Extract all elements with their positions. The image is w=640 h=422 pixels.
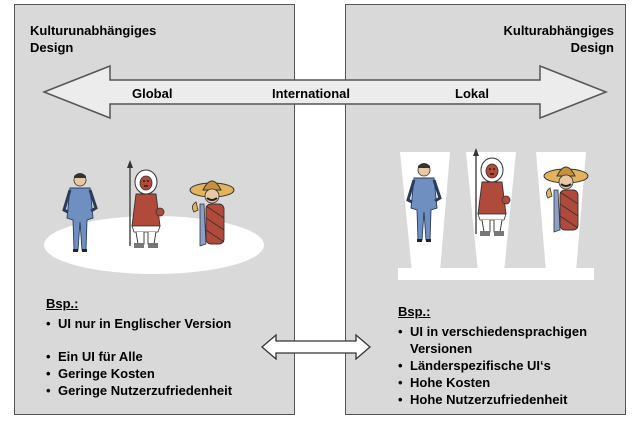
right-example-item: Hohe Kosten	[398, 374, 587, 391]
global-local-scale-arrow	[41, 64, 609, 120]
left-examples-heading: Bsp.:	[46, 296, 79, 311]
connector-double-arrow	[261, 333, 371, 361]
left-example-item: Geringe Nutzerzufriedenheit	[46, 382, 232, 399]
scale-label-local: Lokal	[455, 86, 489, 101]
left-examples: Bsp.: UI nur in Englischer Version Ein U…	[46, 295, 232, 399]
right-example-item: Länderspezifische UI‘s	[398, 357, 587, 374]
right-panel-title: Kulturabhängiges Design	[503, 23, 614, 55]
right-examples: Bsp.: UI in verschiedensprachigen Versio…	[398, 303, 587, 408]
right-example-line: UI in verschiedensprachigen	[410, 324, 588, 339]
left-example-item: Ein UI für Alle	[46, 348, 232, 365]
right-example-item: UI in verschiedensprachigen Versionen	[398, 323, 587, 357]
right-example-continuation: Versionen	[410, 341, 473, 356]
spotlight-floor	[398, 268, 594, 280]
scale-label-international: International	[272, 86, 351, 101]
right-example-item: Hohe Nutzerzufriedenheit	[398, 391, 587, 408]
left-panel-title: Kulturunabhängiges Design	[30, 23, 157, 55]
right-examples-heading: Bsp.:	[398, 304, 431, 319]
left-example-item: UI nur in Englischer Version	[46, 315, 232, 332]
left-example-item: Geringe Kosten	[46, 365, 232, 382]
scale-label-global: Global	[132, 86, 173, 101]
